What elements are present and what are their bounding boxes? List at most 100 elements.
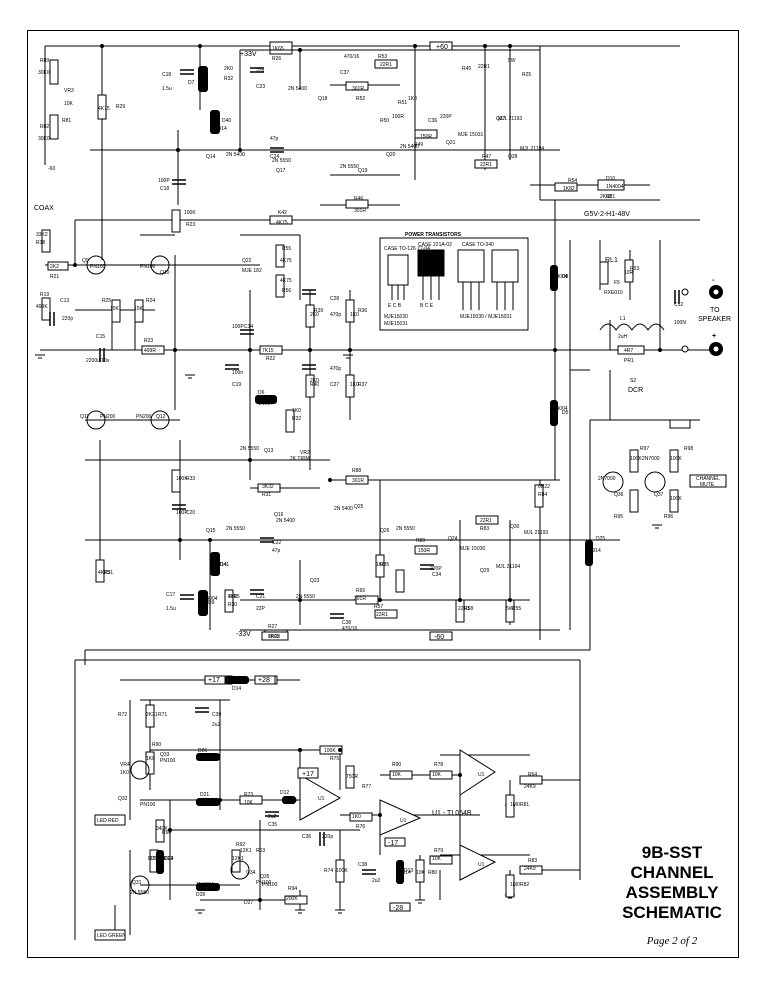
component-label-f5v: RXE010 [604,290,623,296]
relay-label: G5V-2-H1-48V [584,211,630,218]
component-label-u1d: U1 [478,862,485,868]
component-label-r85v: 1K0 [376,562,385,568]
channel-mute-2: MUTE [700,482,715,488]
rail-neg17: -17 [388,840,398,847]
component-label-q23t: 2N 5550 [296,594,315,600]
component-label-r78v: 10K [432,772,442,778]
component-label-r90b: R90 [152,742,161,748]
component-label-r82b: R82 [520,882,529,888]
component-label-r46v: 301R [354,208,366,214]
component-label-r55b: R55 [512,606,521,612]
component-label-r89bv: 150R [418,548,430,554]
component-labels: R8930K0VR310KR81R8230K0-60R294K7547K5R26… [36,46,693,906]
component-label-r24: R24 [146,298,155,304]
component-label-q12t: PN200 [136,414,152,420]
component-label-r31: R31 [262,492,271,498]
component-label-q16: Q16 [274,512,284,518]
component-label-r58v: 22R1 [458,606,470,612]
component-label-c22: C22 [272,540,281,546]
l1-inductor [599,323,665,331]
component-label-c19v: 100n [232,370,243,376]
component-label-d12v: 1N914 [282,798,297,804]
component-label-q37t: 2N7000 [642,456,660,462]
component-label-r53: R53 [378,54,387,60]
component-label-r37v: 1K0 [350,382,359,388]
component-label-c19: C19 [232,382,241,388]
channel-mute-1: CHANNEL [696,476,720,482]
component-label-q33t: PN100 [160,758,176,764]
component-label-r64: R64 [528,772,537,778]
component-label-c37v: 470/16 [344,54,360,60]
component-label-r96: R96 [664,514,673,520]
diodes [156,66,593,891]
component-label-r88v: 301R [352,478,364,484]
component-label-r55v: 4K75 [280,258,292,264]
component-label-r45: R45 [462,66,471,72]
component-label-q28t: MJL 21194 [520,146,544,152]
component-label-r92v: 12K1 [232,856,244,862]
component-label-r50v: 100R [392,114,404,120]
u1-label: U1 - TL064B [432,810,472,817]
component-label-c34v: 220P [430,566,442,572]
component-label-c39: C39 [212,712,221,718]
component-label-r63v: 12K1 [240,848,252,854]
component-label-d14v: 1N4742 [228,678,246,684]
rail-neg60: -60 [434,634,444,641]
component-label-r70: R70 [148,856,157,862]
component-label-r60: R60 [162,830,171,836]
component-label-c36bv: 220p [322,834,333,840]
component-label-r90: R90 [392,762,401,768]
component-label-c38b: C38 [342,620,351,626]
component-label-c34: C34 [432,572,441,578]
component-label-q36t: 2N7000 [598,476,616,482]
component-label-r32b: R32 [292,416,301,422]
component-label-q11: Q11 [80,414,89,420]
component-label-r54: R54 [568,178,577,184]
component-label-q17t: 2N 5550 [272,158,291,164]
component-label-r30: R30 [228,602,237,608]
component-label-c14: C14 [244,324,253,330]
component-label-q12: Q12 [156,414,166,420]
component-label-c27: C27 [330,382,339,388]
labels: +33V +60 -33V -60 +17 +28 -17 -28 +17 PO… [34,44,731,939]
grounds [35,354,662,914]
sheet-border [27,30,739,958]
component-label-r82: R82 [40,124,49,130]
component-label-r57: R57 [374,604,383,610]
component-label-r82bv: 1M0 [510,882,520,888]
component-label-q21t: MJE 15031 [458,132,484,138]
component-label-r56: R56 [282,288,291,294]
component-label-q35t: PN100 [262,882,278,888]
junctions [73,44,662,902]
component-label-c18: C18 [162,72,171,78]
component-label-q20: Q20 [386,152,396,158]
component-label-r36v: 1K0 [350,312,359,318]
component-label-c23v: 22p [256,68,265,74]
component-label-q13: Q13 [264,448,274,454]
component-label-q14: Q14 [206,154,216,160]
component-label-r89: R89 [40,58,49,64]
component-label-r72: R72 [118,712,127,718]
component-label-c12v: 100N [674,320,686,326]
component-label-r76v: 1K0 [352,814,361,820]
component-label-r74: R74 [324,868,333,874]
component-label-r71: R71 [158,712,167,718]
component-label-r89b: R89 [416,538,425,544]
component-label-c22v: 47p [272,548,281,554]
component-label-vr3: VR3 [64,88,74,94]
wires [40,45,720,940]
component-label-r76: R76 [356,824,365,830]
component-label-d8v: 1N4004 [550,274,568,280]
component-label-vr4v: 1K0 [120,770,129,776]
speaker-plus: + [712,333,716,340]
component-label-r39: R39 [314,308,323,314]
component-label-q9: Q9 [82,258,89,264]
component-label-q17: Q17 [276,168,286,174]
component-label-r82v: 30K0 [38,136,50,142]
rail-pos33: +33V [240,51,257,58]
component-label-c13v: 220p [62,316,73,322]
component-label-r74v: 100K [336,868,348,874]
component-label-c21: C21 [256,594,265,600]
component-label-r53b: R53 [630,266,639,272]
